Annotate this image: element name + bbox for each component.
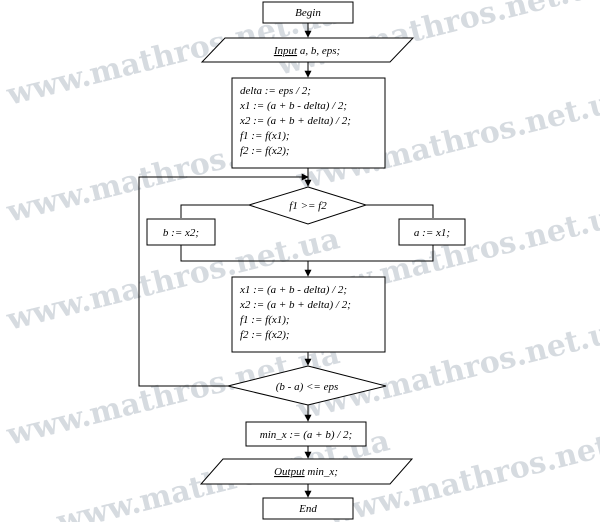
connectors	[138, 23, 434, 498]
branch-right-line	[366, 204, 434, 218]
loop-line-2: x2 := (a + b + delta) / 2;	[239, 299, 351, 311]
stop-decision	[227, 365, 387, 406]
loop-line-4: f2 := f(x2);	[240, 329, 290, 341]
begin-label: Begin	[295, 7, 321, 19]
init-line-5: f2 := f(x2);	[240, 145, 290, 157]
input-vars: a, b, eps;	[297, 45, 340, 57]
init-line-1: delta := eps / 2;	[240, 85, 311, 97]
begin-terminator	[262, 1, 354, 24]
merge-left-line	[180, 245, 434, 262]
output-vars: min_x;	[305, 466, 338, 478]
output-keyword: Output	[274, 466, 306, 478]
assign-a-label: a := x1;	[414, 227, 450, 239]
loop-back-line	[138, 173, 309, 387]
input-parallelogram	[200, 37, 415, 63]
init-process-block	[231, 77, 386, 169]
loop-line-3: f1 := f(x1);	[240, 314, 290, 326]
init-line-3: x2 := (a + b + delta) / 2;	[239, 115, 351, 127]
assign-b-label: b := x2;	[163, 227, 199, 239]
end-label: End	[298, 503, 317, 515]
compare-decision	[247, 186, 368, 225]
init-line-4: f1 := f(x1);	[240, 130, 290, 142]
assign-b-block	[146, 218, 216, 246]
output-label: Output min_x;	[274, 466, 338, 478]
input-keyword: Input	[273, 45, 298, 57]
loop-line-1: x1 := (a + b - delta) / 2;	[239, 284, 347, 296]
result-label: min_x := (a + b) / 2;	[260, 429, 352, 441]
init-line-2: x1 := (a + b - delta) / 2;	[239, 100, 347, 112]
loop-process-block	[231, 276, 386, 353]
compare-label: f1 >= f2	[289, 200, 327, 212]
result-block	[245, 421, 367, 447]
branch-left-line	[180, 204, 249, 218]
end-terminator	[262, 497, 354, 520]
stop-label: (b - a) <= eps	[276, 381, 339, 393]
output-parallelogram	[199, 458, 414, 485]
input-label: Input a, b, eps;	[273, 45, 340, 57]
assign-a-block	[398, 218, 466, 246]
